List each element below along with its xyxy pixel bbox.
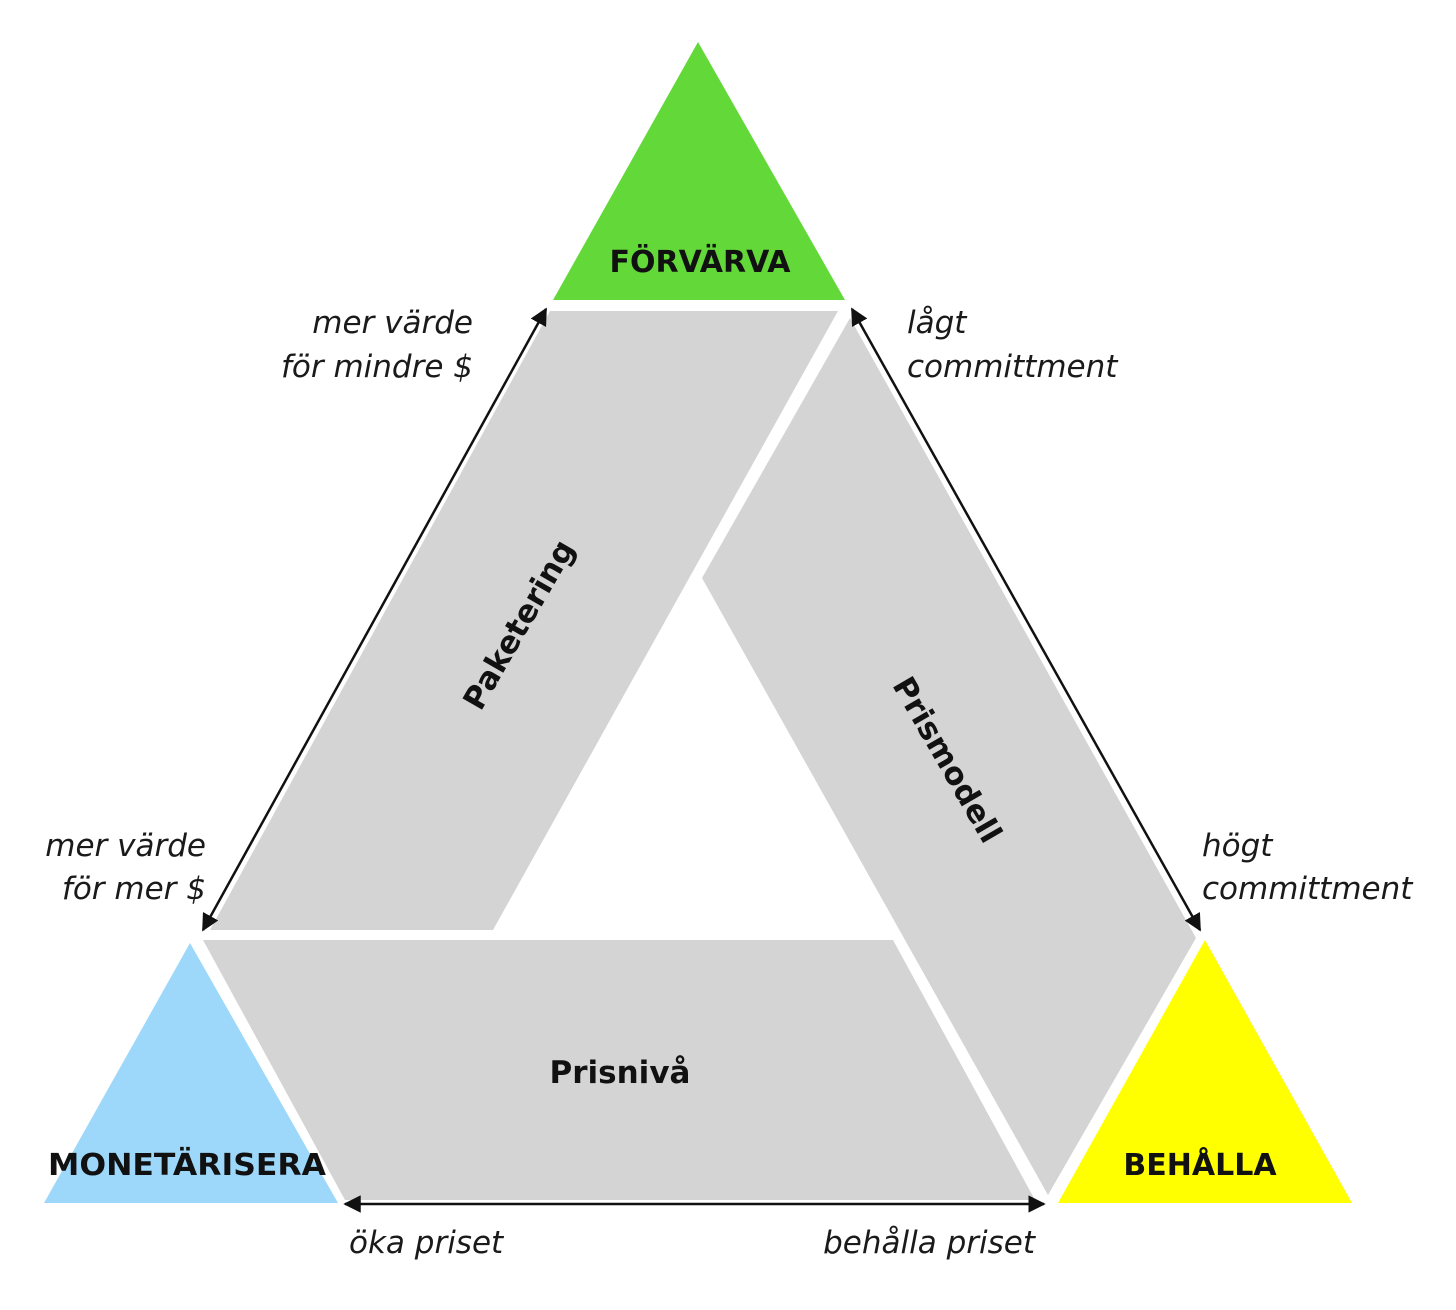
price-level-band [203,940,1035,1200]
right-edge-arrow [850,307,1202,932]
price-level-label: Prisnivå [550,1055,691,1091]
bottom-right-note: behålla priset [823,1225,1037,1261]
monetize-label: MONETÄRISERA [48,1147,327,1183]
monetize-triangle [44,943,338,1203]
right-bottom-note-line2: committment [1202,871,1414,907]
right-bottom-note-line1: högt [1202,828,1274,864]
left-top-note-line2: för mindre $ [281,349,473,385]
right-top-note-line2: committment [907,349,1119,385]
retain-label: BEHÅLLA [1123,1146,1277,1183]
acquire-triangle [553,42,845,300]
retain-triangle [1058,940,1352,1203]
right-top-note-line1: lågt [907,305,968,341]
acquire-label: FÖRVÄRVA [610,243,792,280]
left-top-note-line1: mer värde [312,305,473,341]
left-bottom-note-line2: för mer $ [62,871,206,907]
left-edge-arrow [201,307,548,932]
bottom-left-note: öka priset [349,1225,505,1261]
left-bottom-note-line1: mer värde [45,828,206,864]
